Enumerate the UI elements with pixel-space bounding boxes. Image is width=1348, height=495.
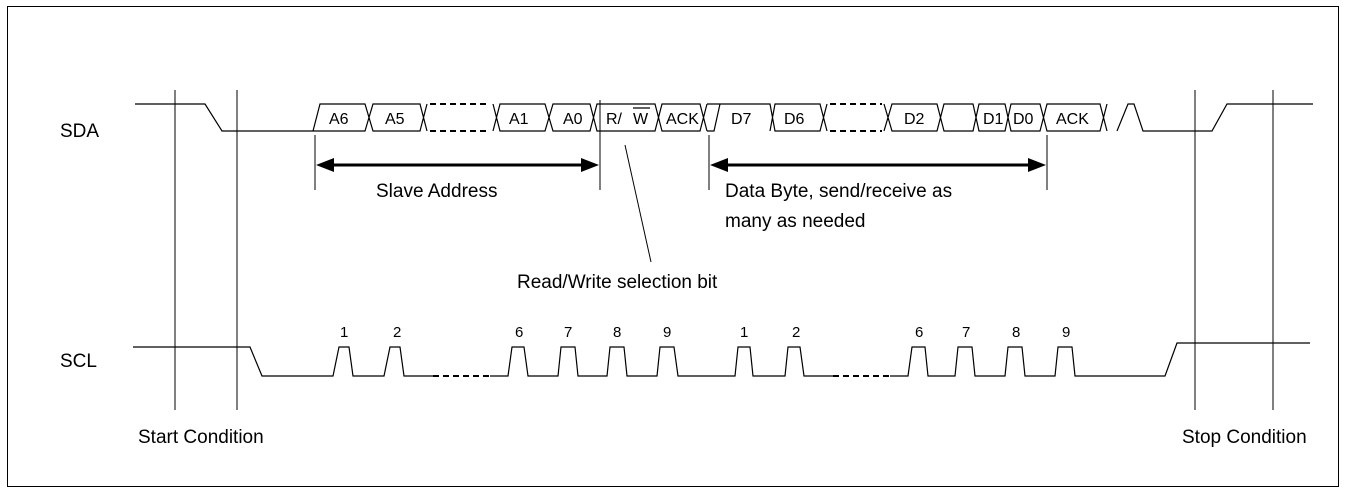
data-byte-label-line2: many as needed xyxy=(725,211,866,232)
scl-pulse-g1-6: 6 xyxy=(515,324,523,341)
rw-selection-label: Read/Write selection bit xyxy=(517,272,718,293)
scl-pulse-g1-7: 7 xyxy=(564,324,572,341)
bit-rw-r: R/ xyxy=(606,111,623,128)
bit-a0: A0 xyxy=(563,111,583,128)
scl-pulse-g2-6: 6 xyxy=(915,324,923,341)
sda-start-edge xyxy=(135,103,300,132)
sda-dashed-gaps xyxy=(430,103,882,132)
bit-d6: D6 xyxy=(784,111,805,128)
scl-segment-3 xyxy=(890,342,1310,377)
scl-pulse-g2-7: 7 xyxy=(962,324,970,341)
scl-pulse-g2-1: 1 xyxy=(740,324,748,341)
scl-pulse-g1-9: 9 xyxy=(663,324,671,341)
sda-waveform xyxy=(135,103,1313,132)
data-byte-arrow xyxy=(710,158,1046,172)
start-condition-label: Start Condition xyxy=(138,427,264,448)
bit-a5: A5 xyxy=(385,111,405,128)
bit-d7: D7 xyxy=(731,111,752,128)
scl-segment-1 xyxy=(133,346,433,377)
bit-d0: D0 xyxy=(1013,111,1034,128)
bit-a6: A6 xyxy=(329,111,349,128)
scl-pulse-g1-8: 8 xyxy=(613,324,621,341)
scl-pulse-g2-9: 9 xyxy=(1062,324,1070,341)
bit-d1: D1 xyxy=(983,111,1004,128)
scl-pulse-g2-8: 8 xyxy=(1012,324,1020,341)
scl-pulse-g1-2: 2 xyxy=(393,324,401,341)
data-byte-label-line1: Data Byte, send/receive as xyxy=(725,181,952,202)
sda-label: SDA xyxy=(60,121,99,142)
slave-address-arrow xyxy=(316,158,599,172)
slave-address-label: Slave Address xyxy=(376,181,497,202)
scl-pulse-g1-1: 1 xyxy=(340,324,348,341)
sda-stop-edge xyxy=(1116,103,1313,132)
bit-ack-2: ACK xyxy=(1056,111,1089,128)
bit-ack-1: ACK xyxy=(666,111,699,128)
diagram-frame xyxy=(7,6,1339,487)
sda-bus-cells xyxy=(300,103,1108,132)
rw-pointer-line xyxy=(624,144,652,263)
bit-d2: D2 xyxy=(904,111,925,128)
bit-a1: A1 xyxy=(509,111,529,128)
scl-pulse-g2-2: 2 xyxy=(792,324,800,341)
bit-rw-w: W xyxy=(633,111,649,128)
scl-waveform xyxy=(133,342,1310,377)
scl-label: SCL xyxy=(60,351,97,372)
stop-condition-label: Stop Condition xyxy=(1182,427,1307,448)
scl-segment-2 xyxy=(490,346,833,377)
